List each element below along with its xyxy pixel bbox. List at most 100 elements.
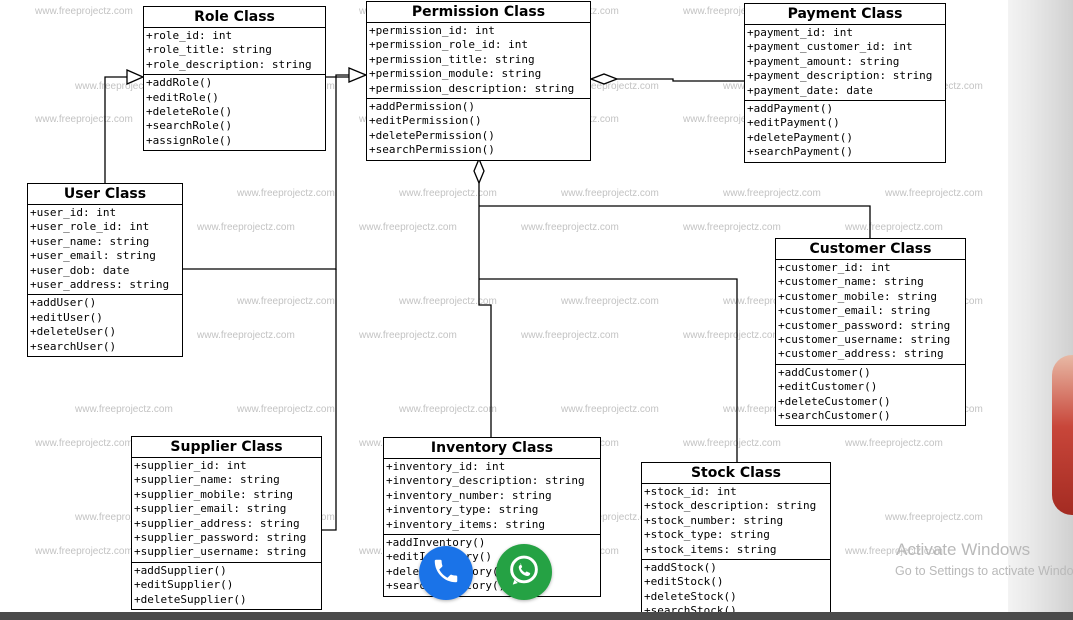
role-class-box: Role Class +role_id: int+role_title: str… bbox=[143, 6, 326, 152]
permission-attributes: +permission_id: int+permission_role_id: … bbox=[367, 23, 590, 100]
class-attribute: +customer_password: string bbox=[778, 318, 951, 332]
watermark-text: www.freeprojectz.com bbox=[35, 114, 133, 125]
class-attribute: +payment_description: string bbox=[747, 69, 933, 83]
watermark-text: www.freeprojectz.com bbox=[845, 546, 943, 557]
user-class-box: User Class +user_id: int+user_role_id: i… bbox=[27, 183, 183, 358]
role-arrowhead bbox=[126, 69, 145, 85]
user-operations: +addUser()+editUser()+deleteUser()+searc… bbox=[28, 295, 182, 356]
watermark-text: www.freeprojectz.com bbox=[359, 330, 457, 341]
class-operation: +addCustomer() bbox=[778, 365, 871, 379]
watermark-text: www.freeprojectz.com bbox=[399, 404, 497, 415]
supplier-operations: +addSupplier()+editSupplier()+deleteSupp… bbox=[132, 563, 321, 609]
inventory-operations: +addInventory()+editInventory()+deleteIn… bbox=[384, 535, 600, 596]
watermark-text: www.freeprojectz.com bbox=[561, 81, 659, 92]
class-attribute: +user_address: string bbox=[30, 278, 170, 292]
user-class-title: User Class bbox=[28, 184, 182, 205]
class-operation: +editStock() bbox=[644, 575, 724, 589]
watermark-text: www.freeprojectz.com bbox=[845, 222, 943, 233]
class-attribute: +customer_mobile: string bbox=[778, 289, 937, 303]
watermark-text: www.freeprojectz.com bbox=[561, 188, 659, 199]
watermark-text: www.freeprojectz.com bbox=[683, 114, 781, 125]
watermark-text: www.freeprojectz.com bbox=[75, 404, 173, 415]
class-attribute: +user_email: string bbox=[30, 249, 156, 263]
class-attribute: +customer_address: string bbox=[778, 347, 944, 361]
role-attributes: +role_id: int+role_title: string+role_de… bbox=[144, 28, 325, 76]
class-operation: +editPayment() bbox=[747, 116, 840, 130]
watermark-text: www.freeprojectz.com bbox=[683, 6, 781, 17]
watermark-text: www.freeprojectz.com bbox=[237, 188, 335, 199]
watermark-text: www.freeprojectz.com bbox=[75, 81, 173, 92]
customer-class-title: Customer Class bbox=[776, 239, 965, 260]
class-operation: +editPermission() bbox=[369, 114, 482, 128]
payment-diamond bbox=[589, 73, 619, 85]
class-attribute: +user_role_id: int bbox=[30, 220, 150, 234]
role-operations: +addRole()+editRole()+deleteRole()+searc… bbox=[144, 75, 325, 150]
class-operation: +addPayment() bbox=[747, 102, 834, 116]
inventory-class-title: Inventory Class bbox=[384, 438, 600, 459]
class-attribute: +inventory_number: string bbox=[386, 488, 552, 502]
class-operation: +editRole() bbox=[146, 90, 219, 104]
whatsapp-button[interactable] bbox=[496, 544, 552, 600]
supplier-permission-link bbox=[322, 269, 337, 531]
customer-class-box: Customer Class +customer_id: int+custome… bbox=[775, 238, 966, 427]
class-attribute: +stock_items: string bbox=[644, 542, 777, 556]
class-attribute: +permission_description: string bbox=[369, 81, 575, 95]
class-attribute: +role_title: string bbox=[146, 43, 272, 57]
class-operation: +addUser() bbox=[30, 296, 97, 310]
stock-operations: +addStock()+editStock()+deleteStock()+se… bbox=[642, 560, 830, 620]
watermark-text: www.freeprojectz.com bbox=[75, 512, 173, 523]
class-attribute: +stock_type: string bbox=[644, 528, 770, 542]
payment-class-box: Payment Class +payment_id: int+payment_c… bbox=[744, 3, 946, 163]
class-attribute: +stock_description: string bbox=[644, 499, 817, 513]
supplier-attributes: +supplier_id: int+supplier_name: string+… bbox=[132, 458, 321, 563]
activate-windows-subtitle: Go to Settings to activate Windows. bbox=[895, 564, 1073, 578]
class-attribute: +permission_title: string bbox=[369, 52, 535, 66]
class-attribute: +supplier_username: string bbox=[134, 545, 307, 559]
class-attribute: +user_dob: date bbox=[30, 263, 130, 277]
class-attribute: +user_name: string bbox=[30, 234, 150, 248]
class-operation: +deletePayment() bbox=[747, 130, 853, 144]
class-attribute: +inventory_id: int bbox=[386, 460, 506, 473]
role-class-title: Role Class bbox=[144, 7, 325, 28]
watermark-text: www.freeprojectz.com bbox=[197, 330, 295, 341]
stock-class-box: Stock Class +stock_id: int+stock_descrip… bbox=[641, 462, 831, 620]
class-attribute: +stock_number: string bbox=[644, 513, 784, 527]
class-attribute: +inventory_items: string bbox=[386, 517, 545, 531]
watermark-text: www.freeprojectz.com bbox=[885, 512, 983, 523]
phone-call-button[interactable] bbox=[419, 546, 473, 600]
permission-stock-link bbox=[479, 278, 738, 462]
class-operation: +searchPayment() bbox=[747, 145, 853, 159]
class-attribute: +role_description: string bbox=[146, 57, 312, 71]
stock-class-title: Stock Class bbox=[642, 463, 830, 484]
watermark-text: www.freeprojectz.com bbox=[197, 222, 295, 233]
watermark-text: www.freeprojectz.com bbox=[683, 330, 781, 341]
class-attribute: +payment_id: int bbox=[747, 26, 853, 39]
user-attributes: +user_id: int+user_role_id: int+user_nam… bbox=[28, 205, 182, 296]
watermark-text: www.freeprojectz.com bbox=[561, 512, 659, 523]
watermark-text: www.freeprojectz.com bbox=[35, 546, 133, 557]
inventory-attributes: +inventory_id: int+inventory_description… bbox=[384, 459, 600, 536]
class-operation: +addStock() bbox=[644, 561, 717, 575]
class-attribute: +payment_date: date bbox=[747, 83, 873, 97]
class-operation: +deletePermission() bbox=[369, 128, 495, 142]
watermark-text: www.freeprojectz.com bbox=[35, 438, 133, 449]
class-operation: +editCustomer() bbox=[778, 380, 878, 394]
class-attribute: +supplier_email: string bbox=[134, 502, 287, 516]
class-attribute: +inventory_type: string bbox=[386, 503, 539, 517]
permission-arrowhead bbox=[348, 67, 368, 83]
class-attribute: +permission_module: string bbox=[369, 67, 542, 81]
class-operation: +searchInventory() bbox=[386, 579, 600, 593]
class-attribute: +inventory_description: string bbox=[386, 474, 585, 488]
watermark-text: www.freeprojectz.com bbox=[845, 438, 943, 449]
permission-payment-link bbox=[617, 78, 746, 82]
customer-operations: +addCustomer()+editCustomer()+deleteCust… bbox=[776, 365, 965, 426]
class-attribute: +supplier_name: string bbox=[134, 473, 280, 487]
class-operation: +searchCustomer() bbox=[778, 409, 891, 423]
connector-lines bbox=[104, 67, 871, 531]
class-attribute: +permission_role_id: int bbox=[369, 38, 528, 52]
bottom-taskbar-edge bbox=[0, 612, 1073, 620]
class-operation: +editInventory() bbox=[386, 550, 600, 564]
user-role-link bbox=[104, 76, 127, 183]
class-operation: +deleteCustomer() bbox=[778, 394, 891, 408]
class-attribute: +supplier_mobile: string bbox=[134, 487, 293, 501]
